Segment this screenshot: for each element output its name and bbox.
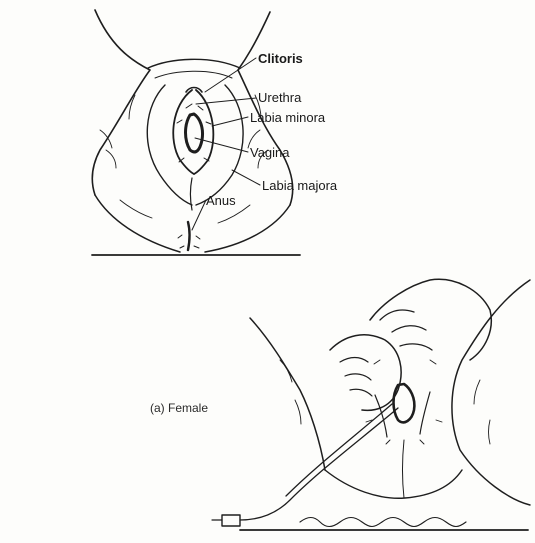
label-labia-majora: Labia majora	[262, 179, 337, 192]
label-anus: Anus	[206, 194, 236, 207]
label-labia-minora: Labia minora	[250, 111, 325, 124]
label-urethra: Urethra	[258, 91, 301, 104]
label-vagina: Vagina	[250, 146, 290, 159]
figure-caption: (a) Female	[150, 402, 208, 414]
label-clitoris: Clitoris	[258, 52, 303, 65]
